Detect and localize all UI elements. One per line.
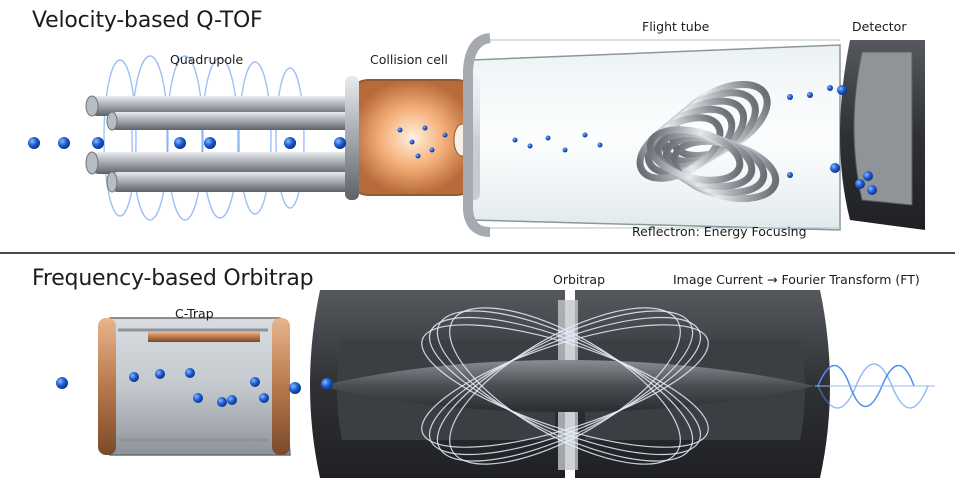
quadrupole-field-rings: [103, 55, 305, 221]
section-divider: [0, 252, 955, 254]
section-title-orbitrap: Frequency-based Orbitrap: [32, 266, 314, 291]
ions-bottom: [56, 368, 333, 407]
orbit-trajectories: [421, 307, 709, 465]
label-orbitrap: Orbitrap: [553, 272, 606, 287]
reflectron-coils: [636, 80, 780, 202]
ions-top: [28, 85, 877, 195]
label-c-trap: C-Trap: [175, 306, 214, 321]
image-current-waveform: [815, 363, 935, 409]
label-reflectron: Reflectron: Energy Focusing: [632, 224, 807, 239]
collision-cell: [345, 76, 480, 200]
label-detector: Detector: [852, 19, 907, 34]
label-quadrupole: Quadrupole: [170, 52, 244, 67]
label-flight-tube: Flight tube: [642, 19, 710, 34]
detector: [840, 40, 925, 230]
section-title-qtof: Velocity-based Q-TOF: [32, 8, 263, 33]
c-trap: [98, 317, 291, 456]
label-collision-cell: Collision cell: [370, 52, 448, 67]
label-image-current: Image Current → Fourier Transform (FT): [673, 272, 920, 287]
quadrupole-rods: [85, 95, 368, 193]
